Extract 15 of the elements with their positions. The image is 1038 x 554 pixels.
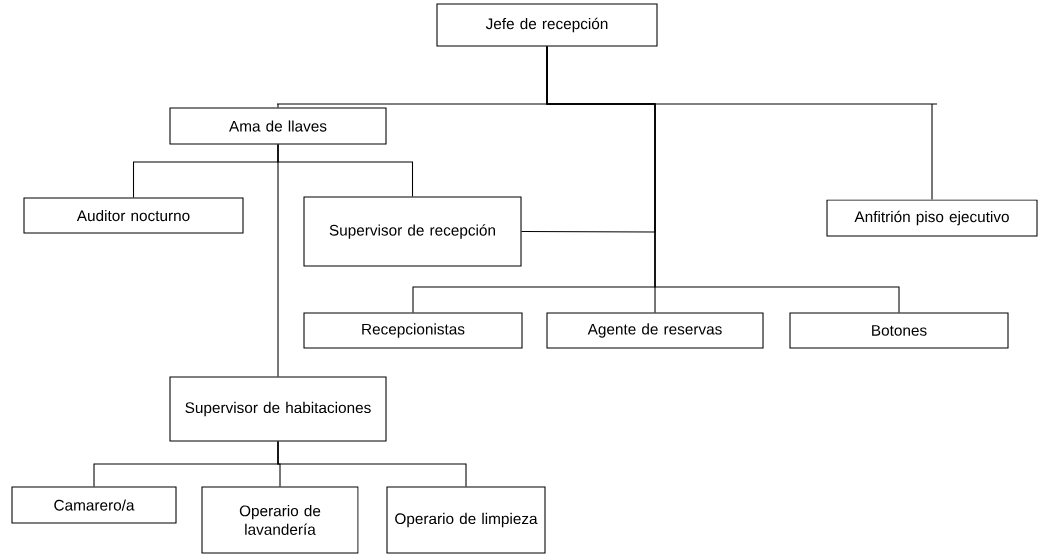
org-box: Camarero/a	[11, 486, 177, 524]
org-box: Supervisor de habitaciones	[169, 376, 387, 442]
connector-line	[277, 144, 279, 377]
org-box: Operario de lavandería	[201, 486, 359, 554]
connector-line	[546, 46, 900, 313]
org-box: Auditor nocturno	[23, 197, 244, 234]
org-box: Ama de llaves	[169, 107, 387, 145]
org-box: Botones	[789, 312, 1009, 349]
org-box: Agente de reservas	[546, 312, 764, 349]
connector-line	[277, 441, 467, 487]
org-box: Operario de limpieza	[386, 486, 546, 554]
org-box: Supervisor de recepción	[303, 196, 522, 267]
org-box: Anfitrión piso ejecutivo	[826, 199, 1038, 237]
org-box: Recepcionistas	[303, 312, 523, 349]
org-box: Jefe de recepción	[436, 3, 658, 47]
